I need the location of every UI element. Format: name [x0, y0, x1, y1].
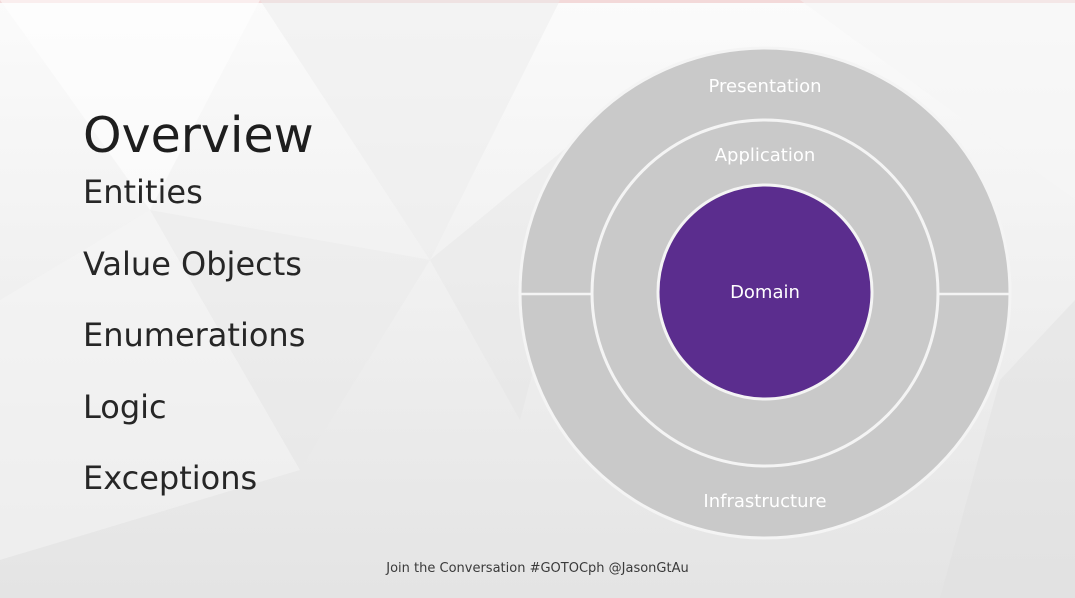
- infrastructure-label: Infrastructure: [703, 491, 826, 512]
- slide-title: Overview: [83, 106, 314, 164]
- footer-text: Join the Conversation #GOTOCph @JasonGtA…: [386, 561, 689, 576]
- list-item: Logic: [83, 387, 167, 426]
- overview-list: Entities Value Objects Enumerations Logi…: [83, 170, 305, 528]
- domain-label: Domain: [730, 282, 800, 303]
- list-item: Entities: [83, 173, 203, 211]
- list-item: Enumerations: [83, 316, 306, 354]
- application-label: Application: [715, 145, 816, 166]
- list-item: Exceptions: [83, 459, 258, 497]
- presentation-label: Presentation: [708, 76, 821, 97]
- list-item: Value Objects: [83, 244, 302, 283]
- domain-core: [656, 183, 874, 401]
